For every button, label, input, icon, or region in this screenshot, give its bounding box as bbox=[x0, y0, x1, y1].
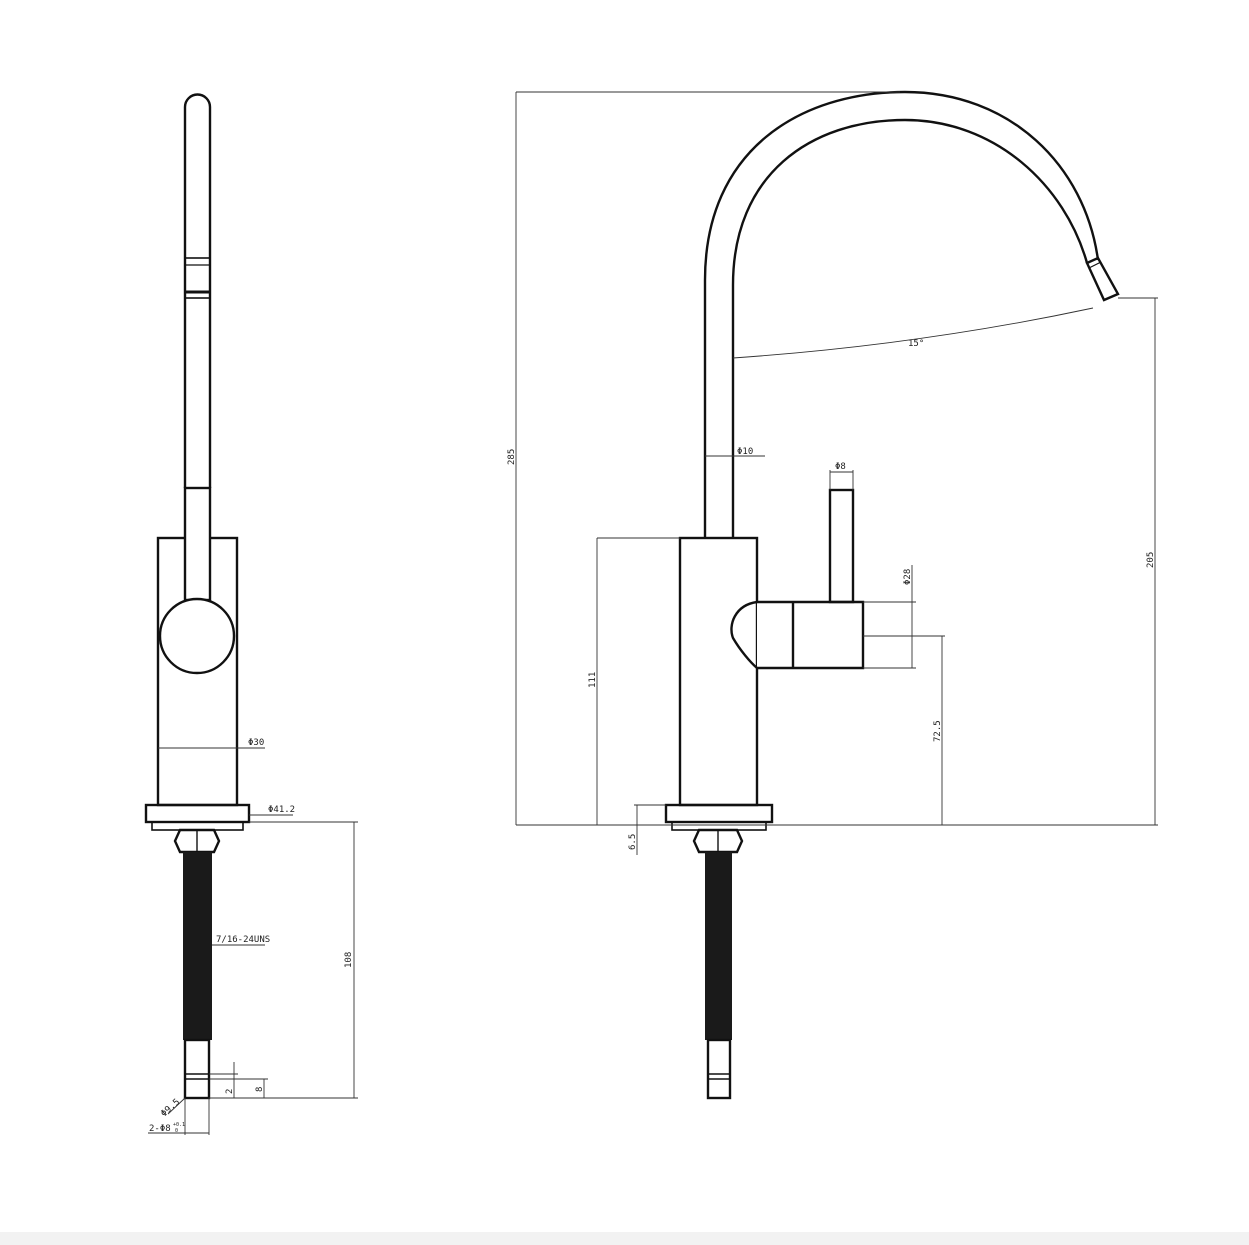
front-threaded-rod bbox=[705, 852, 732, 1040]
side-aerator bbox=[184, 257, 211, 299]
dim-total-height: 285 bbox=[507, 449, 517, 465]
dim-dia-pin: Φ9.5 bbox=[159, 1097, 182, 1119]
side-base-plate bbox=[144, 803, 251, 824]
front-base-plate bbox=[664, 803, 774, 824]
dim-shank-length: 108 bbox=[344, 952, 354, 968]
front-spout-outer bbox=[703, 90, 1100, 538]
side-threaded-rod bbox=[183, 852, 212, 1040]
front-lever bbox=[828, 488, 855, 604]
front-spout-inner bbox=[731, 118, 1089, 538]
bottom-bar bbox=[0, 1232, 1249, 1245]
dim-holes: 2-Φ8 bbox=[149, 1124, 171, 1134]
dim-body-height: 111 bbox=[588, 672, 598, 688]
dim-holes-tol-lower: 0 bbox=[175, 1128, 178, 1134]
dim-angle: 15° bbox=[908, 339, 924, 349]
dim-groove: 2 bbox=[225, 1089, 235, 1094]
dim-dia-body: Φ30 bbox=[248, 738, 264, 748]
dim-holes-tol-upper: +0.1 bbox=[173, 1122, 185, 1128]
front-pin bbox=[706, 1038, 732, 1100]
front-nozzle bbox=[1085, 256, 1120, 302]
dim-outlet-height: 205 bbox=[1146, 552, 1156, 568]
dim-dia-spout: Φ10 bbox=[737, 447, 753, 457]
front-nut bbox=[692, 828, 744, 854]
front-body bbox=[678, 536, 759, 807]
side-spout bbox=[183, 93, 212, 488]
dim-thread: 7/16-24UNS bbox=[216, 935, 270, 945]
dim-base-thickness: 6.5 bbox=[628, 834, 638, 850]
side-view: Φ30 Φ41.2 108 7/16-24UNS 2 8 Φ9.5 2-Φ8 +… bbox=[144, 93, 358, 1135]
front-handle-arm bbox=[757, 600, 865, 670]
dim-pin: 8 bbox=[255, 1087, 265, 1092]
dim-dia-base: Φ41.2 bbox=[268, 805, 295, 815]
front-view: 285 15° Φ10 Φ8 Φ28 205 111 72.5 6.5 bbox=[507, 90, 1158, 1100]
dim-dia-handle: Φ28 bbox=[903, 569, 913, 585]
dim-dia-lever: Φ8 bbox=[835, 462, 846, 472]
side-handle bbox=[158, 597, 236, 675]
side-pin bbox=[183, 1038, 211, 1100]
dim-handle-height: 72.5 bbox=[933, 720, 943, 742]
side-lever bbox=[183, 486, 212, 602]
side-nut bbox=[173, 828, 221, 854]
